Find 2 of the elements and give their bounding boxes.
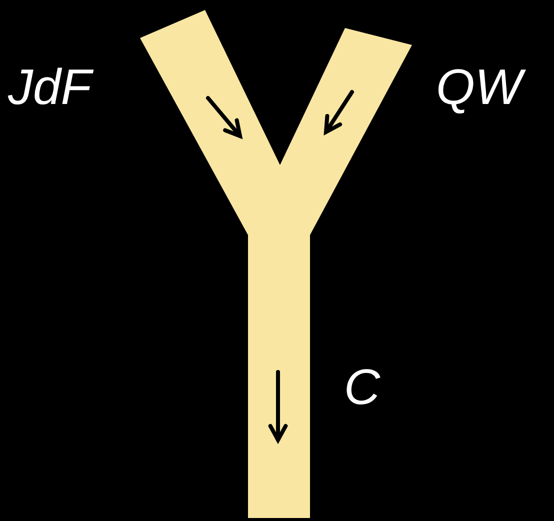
flow-label: C: [344, 362, 380, 412]
flow-label: JdF: [8, 62, 92, 112]
